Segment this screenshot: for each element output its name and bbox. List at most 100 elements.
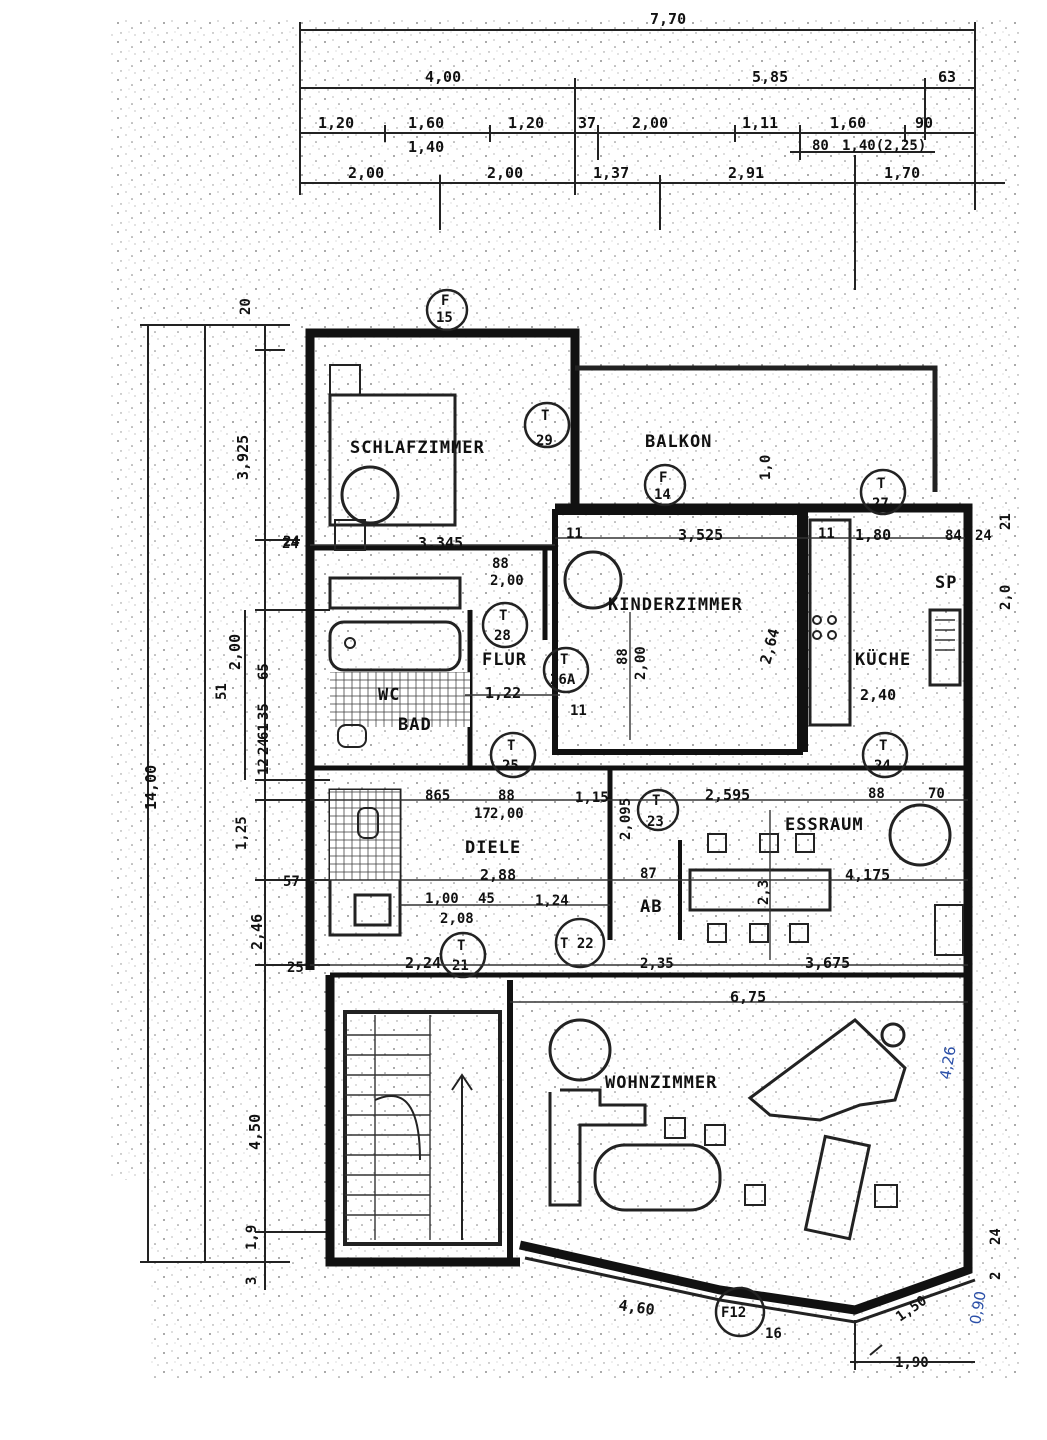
room-flur: FLUR xyxy=(482,650,527,670)
svg-text:T: T xyxy=(507,738,515,754)
dim-kueche-w: 1,80 xyxy=(855,526,891,544)
dim-essraum-w: 4,175 xyxy=(845,866,890,884)
dim-diele-88: 88 xyxy=(498,788,515,804)
dim-left-19: 1,9 xyxy=(244,1225,260,1250)
svg-text:21: 21 xyxy=(452,958,469,974)
dim-right-21: 21 xyxy=(998,513,1014,530)
dim-top-111: 1,11 xyxy=(742,114,778,132)
dim-top-585: 5,85 xyxy=(752,68,788,86)
inner-dimensions: 3,345 24 3,525 11 2,64 1,80 11 84 2,40 1… xyxy=(282,455,1014,1371)
walls xyxy=(305,328,976,1324)
dim-left-246: 2,46 xyxy=(248,914,266,950)
dim-diele-200: 2,00 xyxy=(490,806,524,822)
svg-text:27: 27 xyxy=(872,496,889,512)
tag-t23: T 23 xyxy=(636,788,680,832)
dim-kueche-115: 11 xyxy=(818,526,835,542)
svg-text:25: 25 xyxy=(502,758,519,774)
handwritten-426: 4,26 xyxy=(936,1045,960,1081)
dim-flur-11: 11 xyxy=(570,703,587,719)
dim-left-65: 65 xyxy=(256,663,272,680)
dim-flur-122: 1,22 xyxy=(485,684,521,702)
dim-top-137: 1,37 xyxy=(593,164,629,182)
dim-top-291: 2,91 xyxy=(728,164,764,182)
dim-top-160b: 1,60 xyxy=(830,114,866,132)
dim-flur-88v: 88 xyxy=(615,648,631,665)
blank-margin-left xyxy=(0,1180,150,1440)
tag-t27: T 27 xyxy=(859,468,907,516)
dim-diele-17: 17 xyxy=(474,806,491,822)
dim-wohn-460: 4,60 xyxy=(617,1296,655,1319)
dim-right-20: 2,0 xyxy=(998,585,1014,610)
tag-t21: T 21 xyxy=(439,931,487,979)
svg-text:T: T xyxy=(457,938,465,954)
handwritten-notes: 4,26 0,90 xyxy=(936,1045,990,1326)
dim-left-3925: 3,925 xyxy=(234,435,252,480)
dim-left-3: 3 xyxy=(244,1277,260,1285)
room-essraum: ESSRAUM xyxy=(785,815,864,835)
dim-top-37: 37 xyxy=(578,114,596,132)
dim-essraum-v: 2,3 xyxy=(756,880,772,905)
room-bad: BAD xyxy=(398,715,432,735)
svg-text:F: F xyxy=(441,293,449,309)
dim-left-35: 35 xyxy=(256,703,272,720)
dim-diele-w: 2,88 xyxy=(480,866,516,884)
svg-text:T: T xyxy=(652,793,660,809)
svg-text:26A: 26A xyxy=(550,672,576,688)
tag-t24: T 24 xyxy=(861,731,909,779)
dim-diele-115: 1,15 xyxy=(575,790,609,806)
svg-text:F12: F12 xyxy=(721,1305,746,1321)
tag-f15: F 15 xyxy=(425,288,469,332)
room-schlafzimmer: SCHLAFZIMMER xyxy=(350,438,485,458)
tag-f12: F12 xyxy=(714,1286,766,1338)
dim-top-63: 63 xyxy=(938,68,956,86)
dim-right-24: 24 xyxy=(988,1228,1004,1245)
dim-diele-2095: 2,095 xyxy=(618,798,634,840)
tag-t29: T 29 xyxy=(523,401,571,449)
bathtub xyxy=(328,620,462,672)
room-wohnzimmer: WOHNZIMMER xyxy=(605,1073,717,1093)
dim-top-140: 1,40 xyxy=(408,138,444,156)
dim-diele-865: 865 xyxy=(425,788,450,804)
dim-kinder-w: 3,525 xyxy=(678,526,723,544)
staircase xyxy=(345,1015,473,1240)
dim-left-450: 4,50 xyxy=(246,1114,264,1150)
dim-schlaf-l: 24 xyxy=(282,536,299,552)
dim-left-200: 2,00 xyxy=(226,634,244,670)
dim-ab-87: 87 xyxy=(640,866,657,882)
room-wc: WC xyxy=(378,685,400,705)
lamp-circle xyxy=(340,465,400,525)
dim-kueche-84: 84 xyxy=(945,528,962,544)
room-balkon: BALKON xyxy=(645,432,712,452)
dim-kinder-115: 11 xyxy=(566,526,583,542)
svg-text:14: 14 xyxy=(654,487,671,503)
tag-t28: T 28 xyxy=(481,601,529,649)
dim-top-200: 2,00 xyxy=(632,114,668,132)
dim-left-total: 14,00 xyxy=(142,765,160,810)
tag-t22: T 22 xyxy=(554,917,606,969)
dim-top-90: 90 xyxy=(915,114,933,132)
tag-f14: F 14 xyxy=(643,463,687,507)
left-dimension-chains: 14,00 3,925 2,00 4,50 2,46 20 24 1,25 57… xyxy=(140,298,330,1290)
door-window-tags: F 15 T 29 F 14 T 27 T 28 T 26A xyxy=(425,288,909,1338)
dim-row-124: 1,24 xyxy=(535,893,569,909)
dim-top-120b: 1,20 xyxy=(508,114,544,132)
dim-top-total: 7,70 xyxy=(650,10,686,28)
top-dimension-chains: 7,70 4,00 5,85 63 1,20 1,60 1,20 37 2,00… xyxy=(299,10,1005,290)
dim-top-400: 4,00 xyxy=(425,68,461,86)
dim-schlaf-w: 3,345 xyxy=(418,534,463,552)
dim-top-120a: 1,20 xyxy=(318,114,354,132)
dim-top-200b: 2,00 xyxy=(487,164,523,182)
dim-left-57: 57 xyxy=(283,874,300,890)
fixtures xyxy=(328,364,964,1241)
dim-top-200a: 2,00 xyxy=(348,164,384,182)
dim-row-224: 2,24 xyxy=(405,954,441,972)
dim-balkon-h: 1,0 xyxy=(758,455,774,480)
dim-top-140-225: 1,40(2,25) xyxy=(842,138,926,154)
dim-left-51: 51 xyxy=(214,683,230,700)
handwritten-090: 0,90 xyxy=(966,1290,990,1326)
dim-flur-88: 88 xyxy=(492,556,509,572)
dim-right-24b: 24 xyxy=(975,528,992,544)
dim-left-61: 61 xyxy=(256,723,272,740)
room-labels: SCHLAFZIMMER BALKON KINDERZIMMER KÜCHE S… xyxy=(350,432,956,1093)
